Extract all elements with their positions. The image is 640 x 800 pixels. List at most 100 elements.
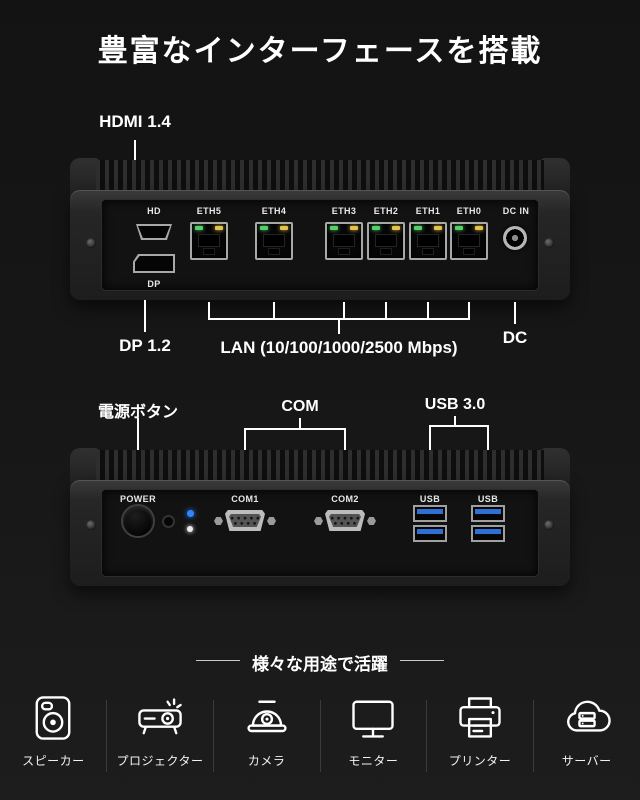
power-led	[187, 510, 194, 517]
screw	[86, 520, 96, 530]
hdmi-callout-label: HDMI 1.4	[99, 112, 171, 131]
usb-port-stack	[471, 505, 505, 545]
lan-callout-line	[343, 302, 345, 318]
screw	[86, 238, 96, 248]
lan-callout-line	[468, 302, 470, 318]
usb-label: USB	[477, 494, 499, 504]
lan-callout-line	[427, 302, 429, 318]
screw	[544, 520, 554, 530]
screw	[544, 238, 554, 248]
rj45-tab	[338, 248, 350, 255]
use-case-label: プロジェクター	[116, 754, 204, 768]
use-case-divider	[533, 700, 534, 772]
usb3-port	[471, 505, 505, 522]
heatsink-fins	[96, 160, 544, 194]
com2-label: COM2	[331, 494, 359, 504]
com2-port	[314, 508, 376, 534]
footer-heading: 様々な用途で活躍	[252, 655, 388, 674]
usb-blue-tab	[417, 509, 443, 514]
eth3-port	[325, 222, 363, 260]
rj45-tab	[203, 248, 215, 255]
dp-callout-line	[144, 300, 146, 332]
use-case-camera: カメラ	[213, 692, 320, 769]
eth5-port	[190, 222, 228, 260]
activity-led	[350, 226, 358, 230]
db9-pins	[329, 514, 361, 527]
rj45-slot	[333, 234, 355, 247]
status-led	[187, 526, 193, 532]
rj45-tab	[380, 248, 392, 255]
com-callout-stem	[299, 418, 301, 430]
hdmi-port	[136, 224, 172, 240]
use-case-label: カメラ	[247, 754, 286, 768]
rj45-tab	[268, 248, 280, 255]
link-led	[330, 226, 338, 230]
lan-callout-line	[273, 302, 275, 318]
eth0-port	[450, 222, 488, 260]
page-title: 豊富なインターフェースを搭載	[97, 35, 543, 68]
usb-callout-line	[429, 425, 431, 450]
com-callout-bracket	[244, 428, 346, 430]
use-case-monitor: モニター	[320, 692, 427, 769]
usb-label: USB	[419, 494, 441, 504]
dp-port-label: DP	[147, 279, 161, 289]
use-case-label: スピーカー	[22, 754, 85, 768]
eth0-label: ETH0	[456, 206, 482, 216]
lan-callout-line	[208, 302, 210, 318]
hex-nut	[267, 517, 276, 525]
use-case-row: スピーカー プロジェクター	[0, 692, 640, 769]
use-case-divider	[426, 700, 427, 772]
activity-led	[475, 226, 483, 230]
usb-callout-stem	[454, 416, 456, 427]
use-case-projector: プロジェクター	[107, 692, 214, 769]
link-led	[455, 226, 463, 230]
eth4-port	[255, 222, 293, 260]
rj45-slot	[417, 234, 439, 247]
com1-port	[214, 508, 276, 534]
usb3-port	[413, 505, 447, 522]
projector-icon	[138, 698, 182, 735]
rj45-tab	[422, 248, 434, 255]
com-callout-line	[344, 428, 346, 455]
db9-connector	[225, 510, 265, 531]
use-case-label: モニター	[348, 754, 399, 768]
link-led	[414, 226, 422, 230]
hex-nut	[367, 517, 376, 525]
activity-led	[215, 226, 223, 230]
rj45-slot	[263, 234, 285, 247]
dc-callout-line	[514, 302, 516, 324]
hex-nut	[214, 517, 223, 525]
usb3-port	[471, 525, 505, 542]
dc-callout-label: DC	[502, 328, 528, 347]
use-case-label: サーバー	[561, 754, 612, 768]
camera-icon	[247, 700, 287, 733]
power-button-label: POWER	[119, 494, 156, 504]
heading-divider	[400, 660, 444, 661]
usb-blue-tab	[475, 509, 501, 514]
lan-callout-line	[385, 302, 387, 318]
db9-pins	[229, 514, 261, 527]
use-case-server: サーバー	[533, 692, 640, 769]
usb-blue-tab	[475, 529, 501, 534]
hex-nut	[314, 517, 323, 525]
dp-callout-label: DP 1.2	[119, 336, 171, 355]
eth2-port	[367, 222, 405, 260]
eth5-label: ETH5	[196, 206, 222, 216]
hdmi-port-opening	[138, 226, 170, 238]
eth4-label: ETH4	[261, 206, 287, 216]
front-panel-device: POWER COM1 COM2 USB USB	[70, 448, 570, 586]
eth3-label: ETH3	[331, 206, 357, 216]
power-callout-label: 電源ボタン	[97, 404, 178, 421]
usb-callout-bracket	[429, 425, 489, 427]
rj45-tab	[463, 248, 475, 255]
use-case-divider	[320, 700, 321, 772]
use-case-divider	[213, 700, 214, 772]
heading-divider	[196, 660, 240, 661]
reset-pinhole	[164, 517, 173, 526]
power-button	[123, 506, 153, 536]
activity-led	[280, 226, 288, 230]
db9-connector	[325, 510, 365, 531]
lan-callout-stem	[338, 318, 340, 334]
hdmi-port-label: HD	[147, 206, 161, 216]
